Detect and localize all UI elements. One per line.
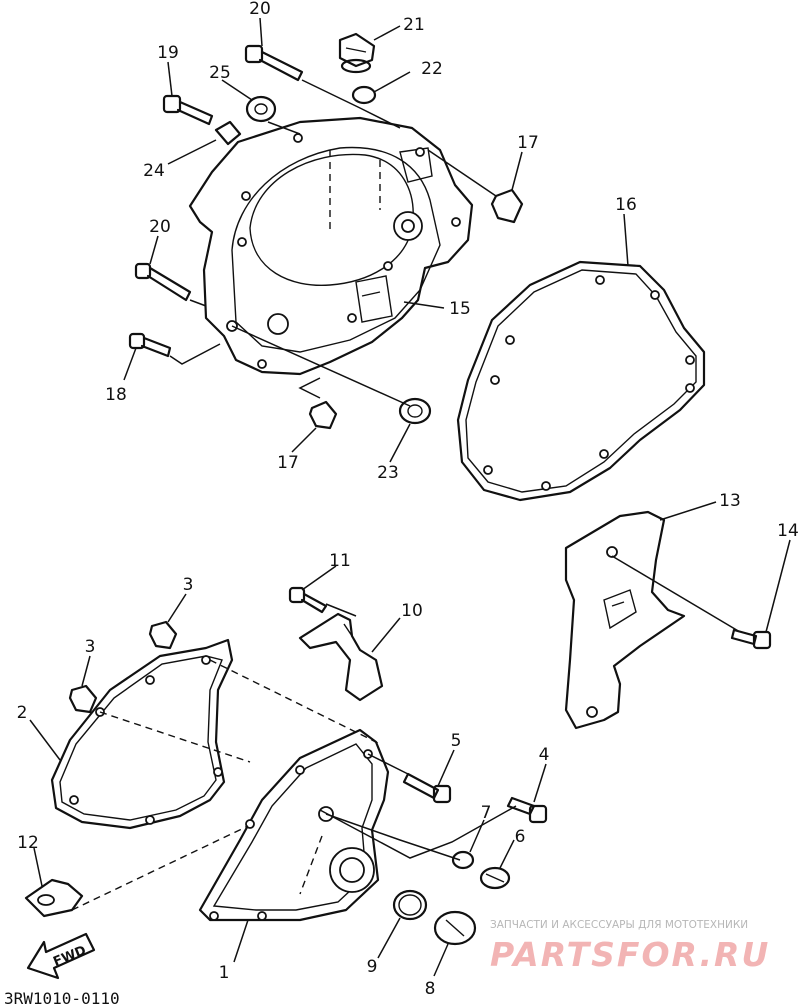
drawing-code: 3RW1010-0110 <box>4 989 120 1008</box>
callout-14: 14 <box>777 521 799 541</box>
callout-20-upper: 20 <box>249 0 271 19</box>
callout-18: 18 <box>105 385 127 405</box>
callout-labels: 1 2 3 3 4 5 6 7 8 9 10 11 12 13 14 15 16… <box>17 0 799 999</box>
dowel-pin-upper <box>490 188 524 224</box>
assembly-lines-top <box>169 79 497 407</box>
o-ring-7 <box>451 850 475 870</box>
crankcase-cover-right <box>188 116 474 376</box>
callout-12: 12 <box>17 833 39 853</box>
callout-13: 13 <box>719 491 741 511</box>
bolt-20-upper <box>244 44 304 82</box>
oil-filler-cap <box>338 32 376 74</box>
cap-8 <box>433 910 477 946</box>
oil-seal-23 <box>398 397 432 425</box>
callout-15: 15 <box>449 299 471 319</box>
watermark-brand: PARTSFOR.RU <box>490 935 770 974</box>
dowel-pin-3-upper <box>148 620 178 650</box>
callout-16: 16 <box>615 195 637 215</box>
watermark: ЗАПЧАСТИ И АКСЕССУАРЫ ДЛЯ МОТОТЕХНИКИ PA… <box>490 919 770 974</box>
bolt-19 <box>162 94 214 126</box>
callout-2: 2 <box>17 703 28 723</box>
callout-11: 11 <box>329 551 351 571</box>
sprocket-guard-13 <box>564 510 686 730</box>
callout-6: 6 <box>515 827 526 847</box>
bolt-20-lower <box>134 262 192 302</box>
bolt-11 <box>288 586 328 614</box>
forward-direction-arrow: FWD <box>26 932 96 980</box>
callout-8: 8 <box>425 979 436 999</box>
assembly-lines-bottom <box>71 555 741 911</box>
bracket-10 <box>298 612 384 702</box>
plug-24 <box>214 120 242 146</box>
crankcase-cover-left <box>198 728 390 922</box>
bolt-18 <box>128 332 172 358</box>
callout-3-upper: 3 <box>183 575 194 595</box>
plug-6 <box>479 866 511 890</box>
callout-5: 5 <box>451 731 462 751</box>
callout-21: 21 <box>403 15 425 35</box>
callout-leaders <box>29 17 791 977</box>
callout-22: 22 <box>421 59 443 79</box>
callout-25: 25 <box>209 63 231 83</box>
bolt-5 <box>402 772 452 804</box>
watermark-tagline: ЗАПЧАСТИ И АКСЕССУАРЫ ДЛЯ МОТОТЕХНИКИ <box>490 919 748 931</box>
callout-9: 9 <box>367 957 378 977</box>
callout-24: 24 <box>143 161 165 181</box>
bolt-4 <box>506 796 548 824</box>
gasket-crankcase-cover-left <box>50 638 234 830</box>
callout-7: 7 <box>481 803 492 823</box>
callout-3-lower: 3 <box>85 637 96 657</box>
callout-1: 1 <box>219 963 230 983</box>
callout-17-upper: 17 <box>517 133 539 153</box>
callout-19: 19 <box>157 43 179 63</box>
o-ring-22 <box>351 85 377 105</box>
o-ring-9 <box>392 889 428 921</box>
dowel-pin-3-lower <box>68 684 98 714</box>
callout-17-lower: 17 <box>277 453 299 473</box>
callout-10: 10 <box>401 601 423 621</box>
callout-23: 23 <box>377 463 399 483</box>
callout-4: 4 <box>539 745 550 765</box>
seal-25 <box>245 95 277 123</box>
gasket-crankcase-cover <box>456 260 706 502</box>
bolt-14 <box>730 628 772 650</box>
callout-20-lower: 20 <box>149 217 171 237</box>
dowel-pin-lower <box>308 400 338 430</box>
clamp-12 <box>24 878 84 918</box>
